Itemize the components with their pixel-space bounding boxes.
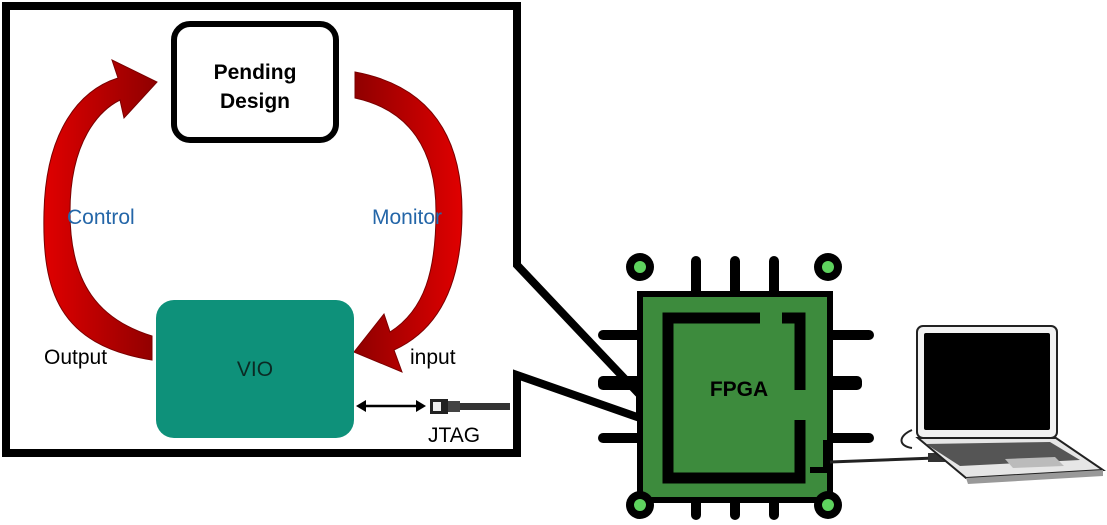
pending-design-label: Pending Design — [174, 58, 336, 116]
fpga-label: FPGA — [709, 378, 769, 401]
monitor-arrow — [353, 71, 463, 373]
jtag-link-arrow — [356, 400, 426, 412]
laptop-icon — [900, 325, 1106, 484]
input-label: input — [410, 346, 456, 369]
jtag-cable — [829, 453, 950, 464]
pending-design-box — [171, 21, 339, 143]
vio-block — [156, 300, 354, 438]
monitor-label: Monitor — [372, 206, 443, 229]
pending-design-line1: Pending — [213, 61, 297, 84]
control-arrow — [43, 59, 158, 361]
fpga-chip-icon — [598, 253, 874, 520]
pending-design-line2: Design — [219, 90, 290, 113]
usb-connector-icon — [430, 399, 510, 414]
vio-label: VIO — [236, 358, 274, 381]
jtag-label: JTAG — [428, 424, 481, 447]
output-label: Output — [44, 346, 108, 369]
control-label: Control — [67, 206, 135, 229]
